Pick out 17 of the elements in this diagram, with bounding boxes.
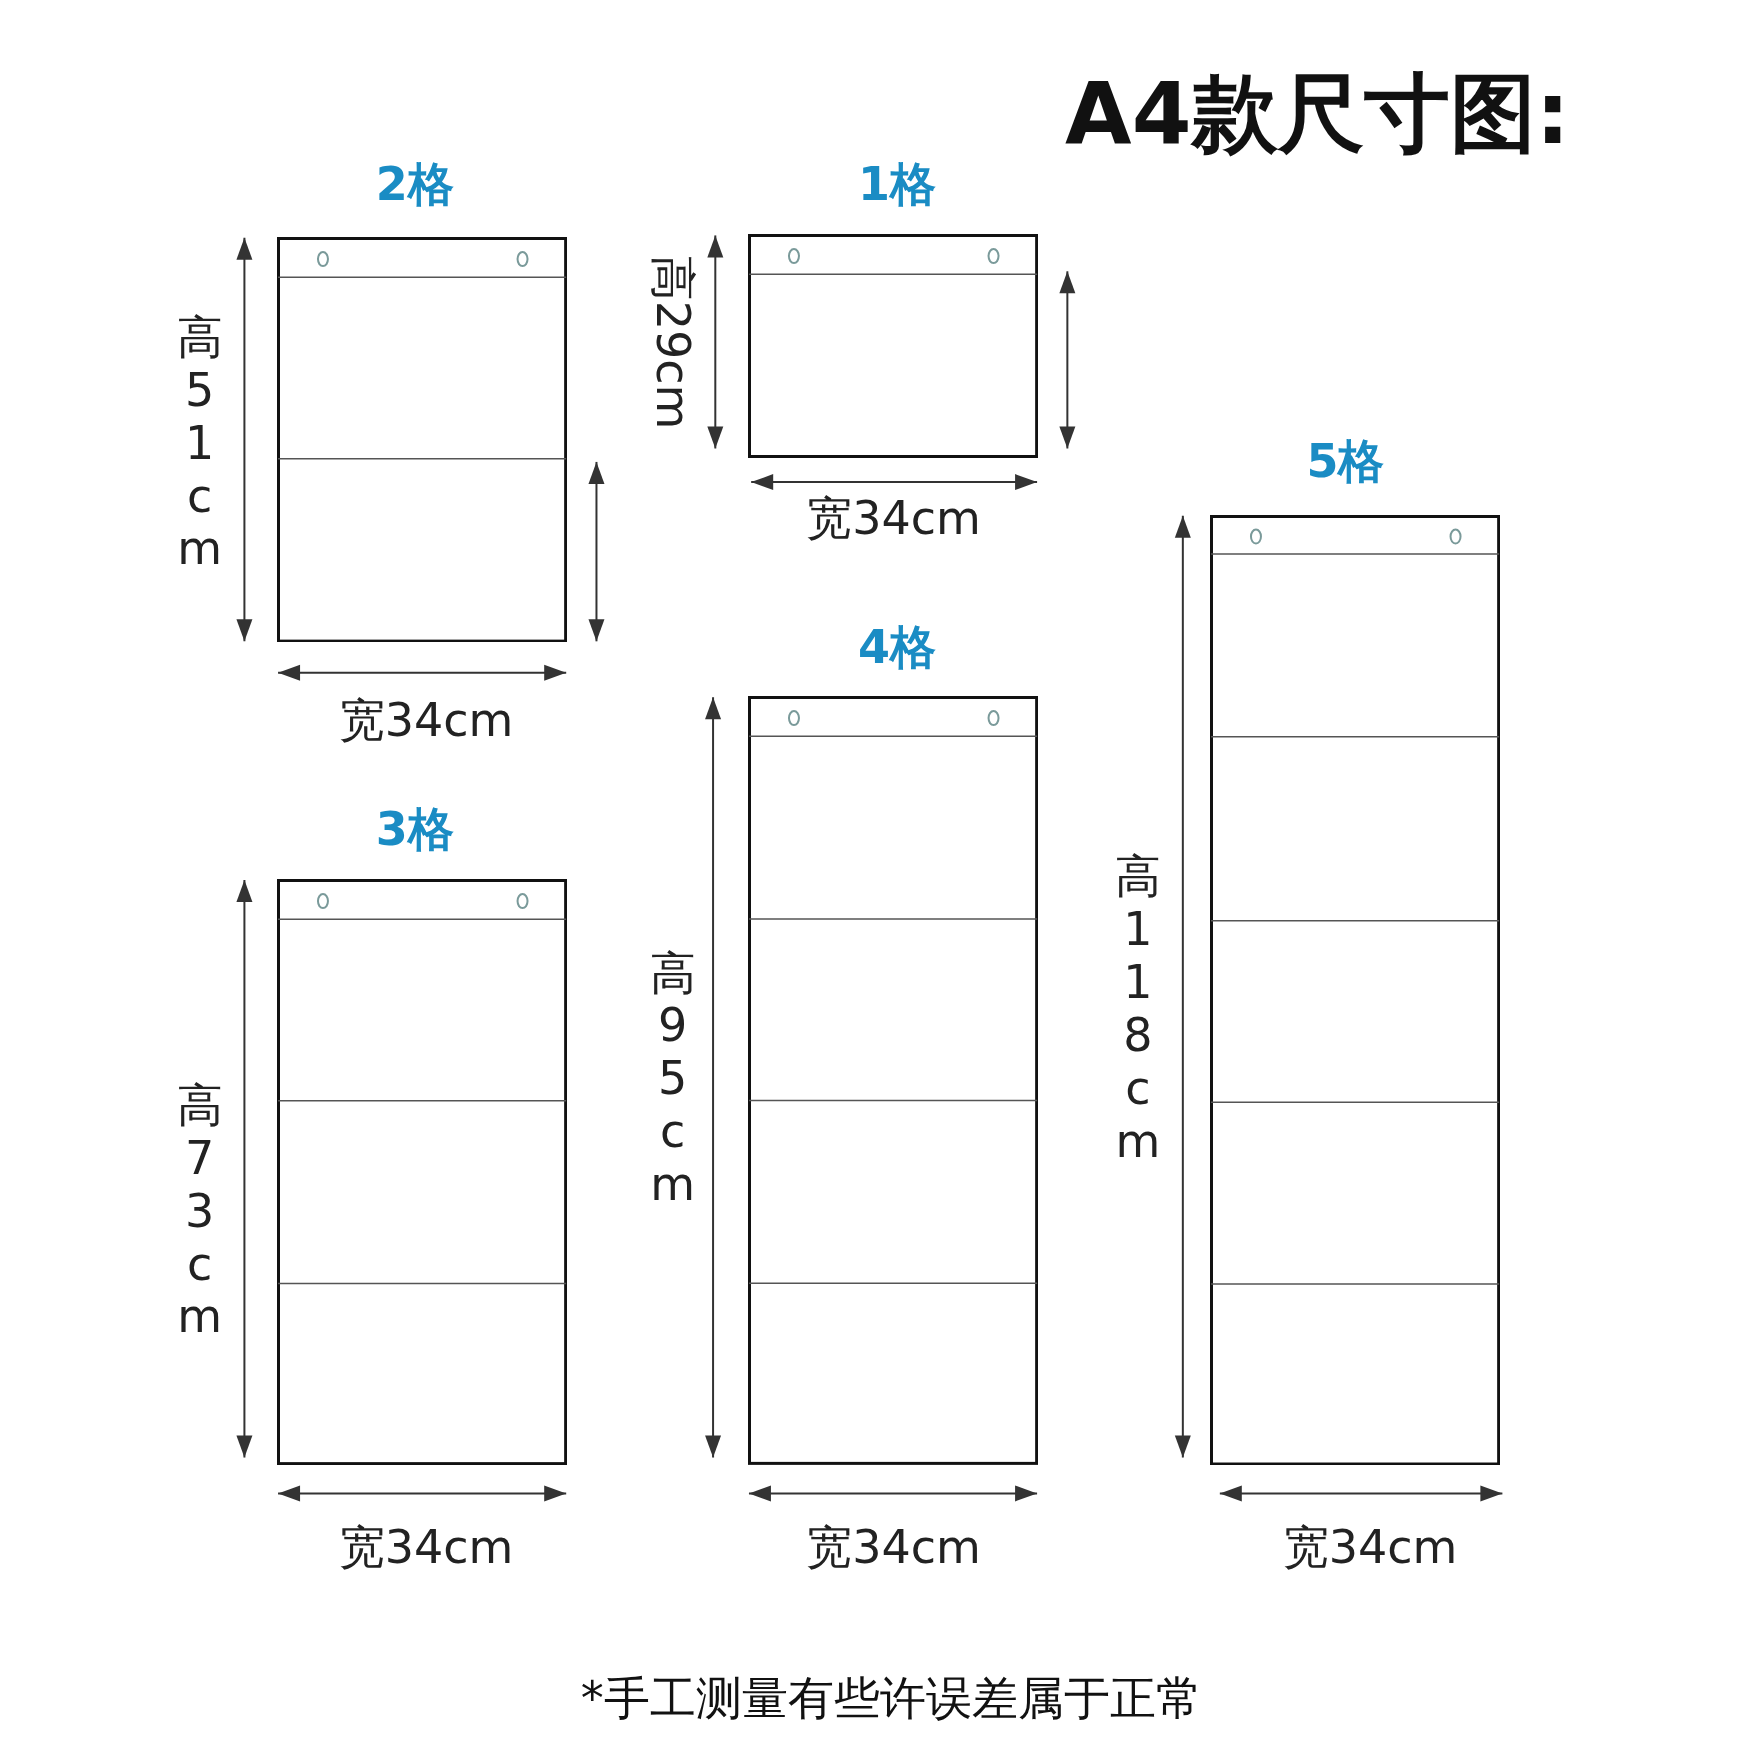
dimension-label: 宽34cm [806,1524,981,1571]
dimension-label: 宽34cm [806,494,981,541]
dimension-label: 高51cm [175,310,224,576]
panel-heading: 2格 [375,156,454,213]
title: A4款尺寸图: [1065,62,1570,166]
panel-heading: 4格 [857,619,936,677]
dimension-label: 高95cm [648,946,697,1211]
panel-heading: 1格 [857,156,936,213]
caption: *手工测量有些许误差属于正常 [580,1669,1202,1727]
panel-heading: 3格 [375,800,454,858]
panel-heading: 5格 [1306,432,1385,490]
dimension-label: 宽34cm [338,696,514,743]
dimension-label: 高118cm [1114,850,1162,1168]
dimension-label: 高29cm [649,254,696,430]
dimension-label: 高73cm [175,1078,224,1344]
dimension-label: 宽34cm [1282,1524,1458,1571]
dimension-label: 宽34cm [338,1524,514,1571]
